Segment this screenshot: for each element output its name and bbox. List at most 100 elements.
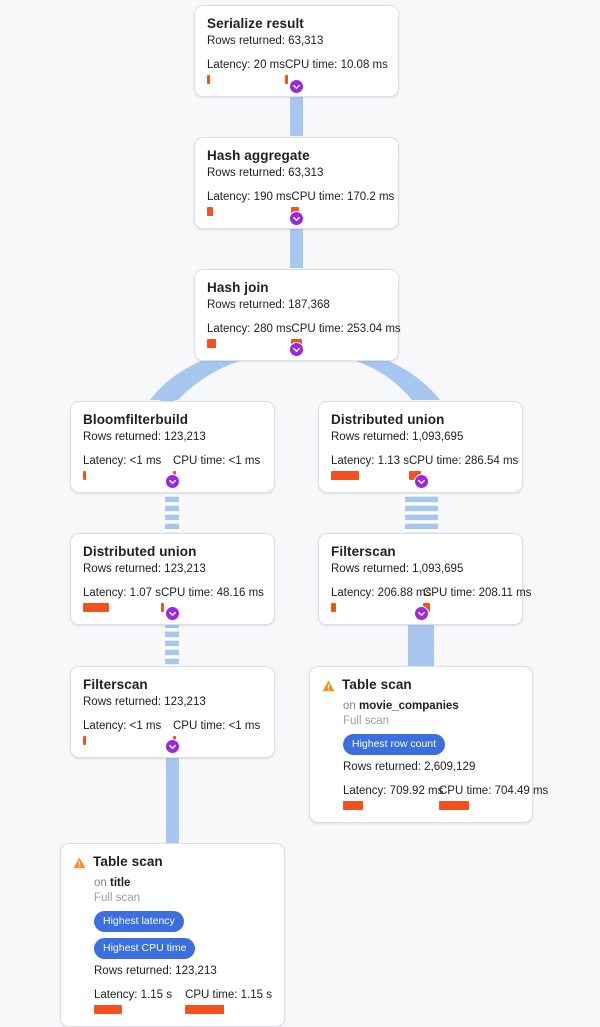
chevron-down-icon: [169, 611, 176, 617]
warning-triangle-icon: [322, 679, 335, 697]
latency-bar: [207, 207, 213, 216]
latency-metric: Latency: 190 ms: [207, 190, 291, 216]
scan-type: Full scan: [94, 892, 141, 904]
collapse-button-filterscan-left[interactable]: [165, 739, 180, 754]
node-header: Distributed union: [83, 544, 262, 560]
latency-label: Latency: 190 ms: [207, 191, 292, 203]
rows-returned: Rows returned: 123,213: [83, 696, 206, 708]
collapse-button-serialize-result[interactable]: [289, 79, 304, 94]
edge-serialize-to-hashaggregate: [290, 84, 303, 136]
cpu-time-label: CPU time: 704.49 ms: [439, 785, 549, 797]
node-header: Bloomfilterbuild: [83, 412, 262, 428]
badge-list: Highest latency Highest CPU time: [94, 911, 272, 959]
latency-metric: Latency: <1 ms: [83, 719, 173, 745]
node-header: Table scan: [322, 677, 520, 697]
latency-label: Latency: 1.15 s: [94, 989, 172, 1001]
badge-list: Highest row count: [343, 734, 520, 755]
latency-metric: Latency: 1.07 s: [83, 586, 161, 612]
node-header: Table scan: [73, 854, 272, 874]
latency-metric: Latency: 280 ms: [207, 322, 291, 348]
status-badge-latency[interactable]: Highest latency: [94, 911, 184, 932]
node-title: Filterscan: [83, 677, 148, 692]
metrics-row: Latency: 280 ms CPU time: 253.04 ms: [207, 322, 401, 348]
latency-bar: [83, 603, 109, 612]
latency-metric: Latency: 709.92 ms: [343, 784, 444, 810]
rows-returned: Rows returned: 2,609,129: [343, 761, 476, 773]
collapse-button-distributed-union-right[interactable]: [414, 474, 429, 489]
cpu-metric: CPU time: 704.49 ms: [439, 784, 548, 810]
node-header: Filterscan: [83, 677, 262, 693]
on-prefix: on: [343, 700, 356, 712]
rows-returned: Rows returned: 187,368: [207, 299, 330, 311]
plan-node-filterscan-left[interactable]: Filterscan Rows returned: 123,213 Latenc…: [70, 666, 275, 758]
latency-label: Latency: 709.92 ms: [343, 785, 444, 797]
collapse-button-filterscan-right[interactable]: [414, 606, 429, 621]
rows-returned: Rows returned: 123,213: [83, 431, 206, 443]
collapse-button-hash-aggregate[interactable]: [289, 211, 304, 226]
cpu-metric: CPU time: 10.08 ms: [284, 58, 388, 84]
chevron-down-icon: [418, 479, 425, 485]
chevron-down-icon: [169, 479, 176, 485]
latency-bar: [83, 736, 86, 745]
edge-filterscan-to-tablescan-left: [166, 744, 179, 845]
latency-label: Latency: 280 ms: [207, 323, 292, 335]
cpu-time-bar: [161, 603, 164, 612]
cpu-metric: CPU time: 208.11 ms: [423, 586, 531, 612]
collapse-button-bloomfilterbuild[interactable]: [165, 474, 180, 489]
latency-label: Latency: <1 ms: [83, 455, 162, 467]
node-title: Distributed union: [331, 412, 445, 427]
collapse-button-distributed-union-left[interactable]: [165, 606, 180, 621]
metrics-row: Latency: 20 ms CPU time: 10.08 ms: [207, 58, 388, 84]
plan-node-table-scan-title[interactable]: Table scan on title Full scan Highest la…: [60, 843, 285, 1027]
cpu-metric: CPU time: <1 ms: [173, 719, 260, 745]
scan-type: Full scan: [343, 715, 390, 727]
node-title: Serialize result: [207, 16, 304, 31]
cpu-metric: CPU time: <1 ms: [173, 454, 260, 480]
cpu-time-label: CPU time: 170.2 ms: [291, 191, 395, 203]
plan-node-bloomfilterbuild[interactable]: Bloomfilterbuild Rows returned: 123,213 …: [70, 401, 275, 493]
node-title: Hash aggregate: [207, 148, 310, 163]
latency-label: Latency: 1.13 s: [331, 455, 409, 467]
edge-hashaggregate-to-hashjoin: [290, 216, 303, 268]
node-header: Hash aggregate: [207, 148, 386, 164]
node-body: Rows returned: 63,313 Latency: 190 ms CP…: [207, 165, 394, 216]
edge-hashjoin-to-distributedunion: [300, 344, 440, 400]
plan-node-table-scan-movie-companies[interactable]: Table scan on movie_companies Full scan …: [309, 666, 548, 823]
cpu-time-label: CPU time: 1.15 s: [185, 989, 272, 1001]
edge-hashjoin-to-bloomfilterbuild-fill: [150, 344, 293, 400]
cpu-time-bar: [185, 1005, 225, 1014]
node-body: Rows returned: 123,213 Latency: <1 ms CP…: [83, 694, 262, 745]
node-body: Rows returned: 123,213 Latency: <1 ms CP…: [83, 429, 262, 480]
collapse-button-hash-join[interactable]: [289, 342, 304, 357]
latency-bar: [83, 471, 86, 480]
chevron-down-icon: [418, 611, 425, 617]
latency-label: Latency: 206.88 ms: [331, 587, 432, 599]
status-badge[interactable]: Highest row count: [343, 734, 446, 755]
chevron-down-icon: [293, 347, 300, 353]
cpu-metric: CPU time: 170.2 ms: [291, 190, 394, 216]
chevron-down-icon: [293, 84, 300, 90]
metrics-row: Latency: <1 ms CPU time: <1 ms: [83, 454, 262, 480]
node-title: Filterscan: [331, 544, 396, 559]
cpu-time-label: CPU time: 10.08 ms: [284, 59, 388, 71]
rows-returned: Rows returned: 1,093,695: [331, 563, 464, 575]
on-prefix: on: [94, 877, 107, 889]
status-badge-cpu[interactable]: Highest CPU time: [94, 938, 196, 959]
node-header: Hash join: [207, 280, 386, 296]
node-body: on movie_companies Full scan Highest row…: [343, 699, 548, 810]
cpu-metric: CPU time: 48.16 ms: [161, 586, 264, 612]
latency-label: Latency: <1 ms: [83, 720, 162, 732]
latency-label: Latency: 20 ms: [207, 59, 285, 71]
node-title: Table scan: [342, 677, 412, 692]
node-title: Bloomfilterbuild: [83, 412, 189, 427]
plan-node-hash-aggregate[interactable]: Hash aggregate Rows returned: 63,313 Lat…: [194, 137, 399, 229]
table-name: movie_companies: [359, 700, 459, 712]
plan-node-hash-join[interactable]: Hash join Rows returned: 187,368 Latency…: [194, 269, 401, 361]
node-header: Distributed union: [331, 412, 510, 428]
cpu-metric: CPU time: 1.15 s: [185, 988, 272, 1014]
latency-bar: [94, 1005, 122, 1014]
node-title: Hash join: [207, 280, 269, 295]
metrics-row: Latency: 1.07 s CPU time: 48.16 ms: [83, 586, 264, 612]
cpu-time-label: CPU time: <1 ms: [173, 720, 261, 732]
